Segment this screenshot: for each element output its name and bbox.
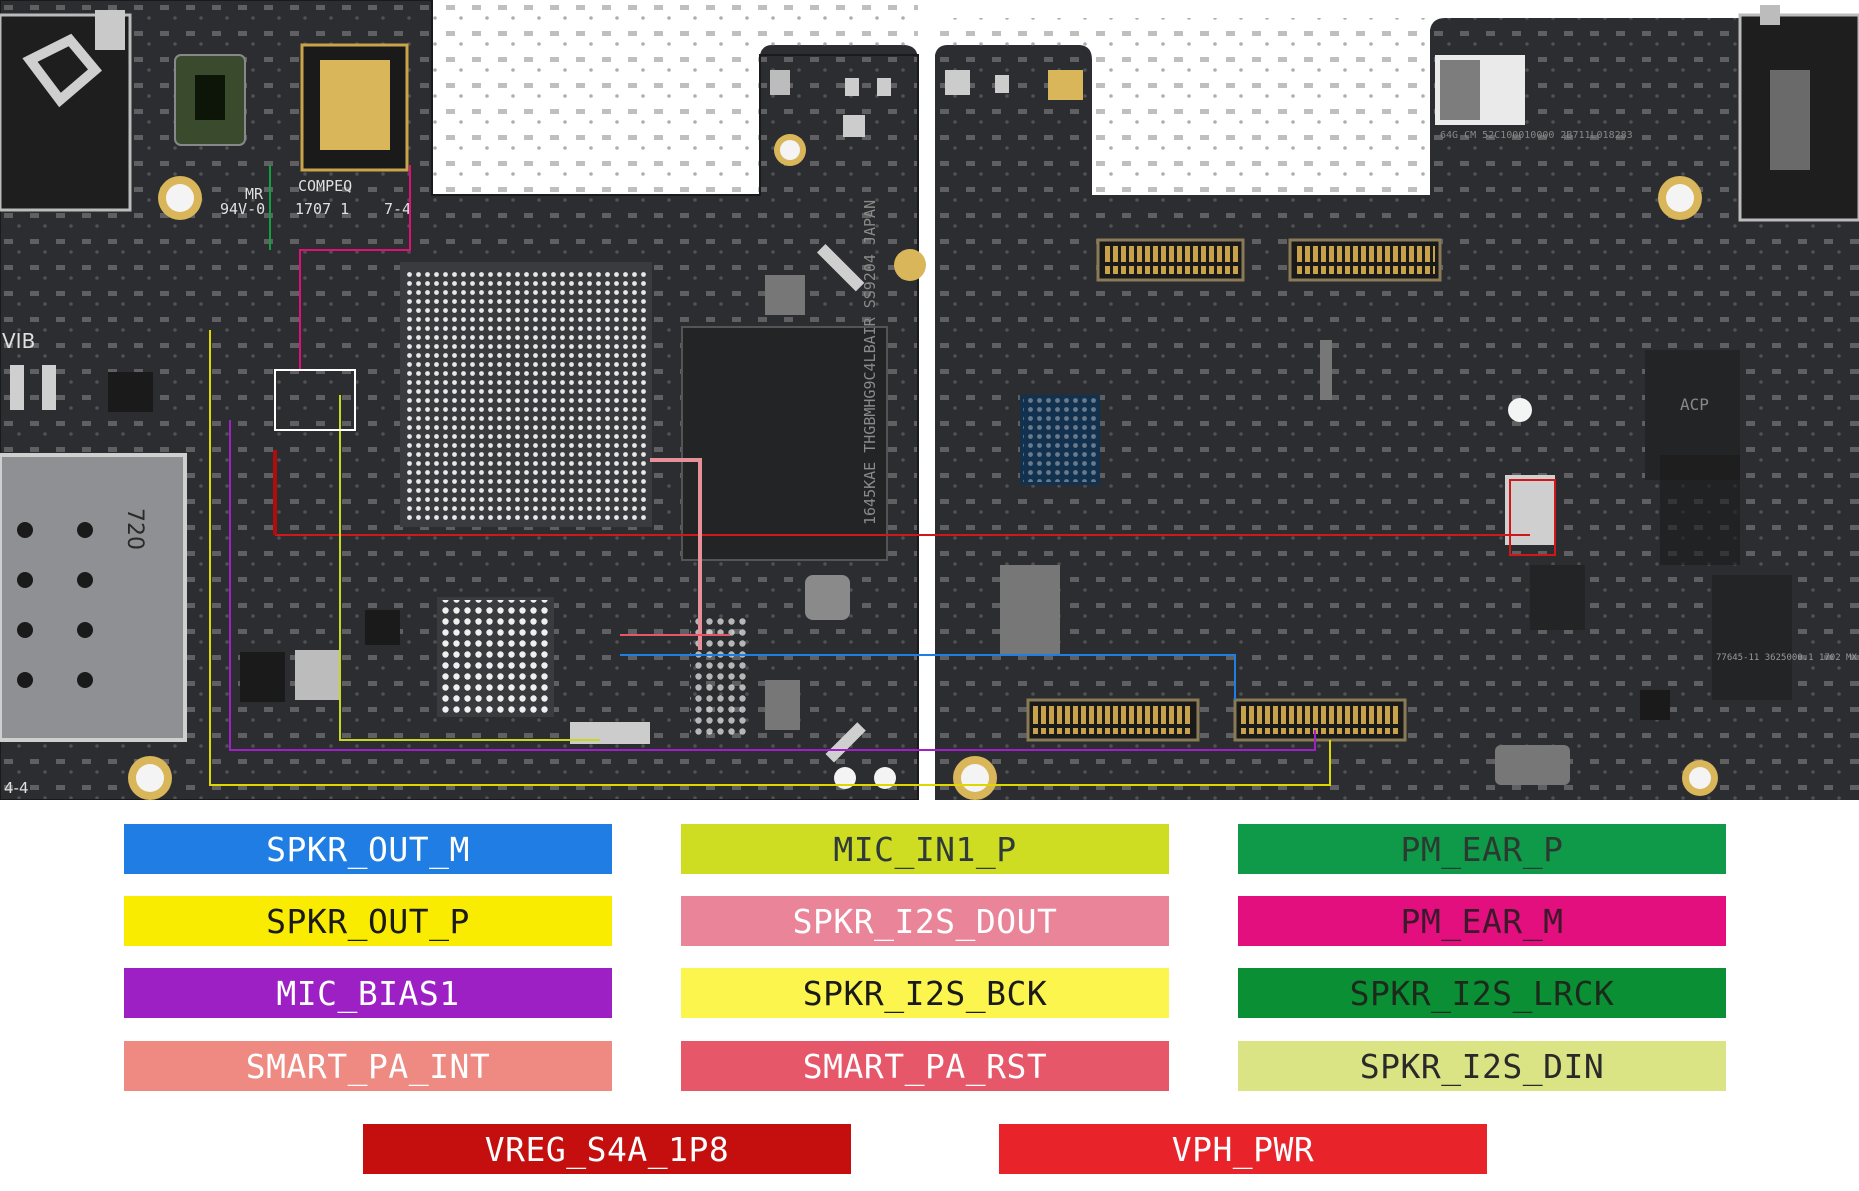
emmc-marking: 1645KAE THGBMHG9C4LBAIR SS9204 JAPAN — [861, 200, 879, 525]
board-label-date: 1707 1 — [295, 200, 349, 218]
chip-right-bot-marking: 77645-11 3625000.1 1702 MX — [1716, 653, 1857, 663]
trace-pm-ear-m — [299, 165, 411, 370]
legend-label: SPKR_OUT_P — [266, 901, 470, 941]
legend-smart-pa-int: SMART_PA_INT — [124, 1041, 612, 1091]
legend-label: VPH_PWR — [1171, 1129, 1315, 1169]
legend-spkr-i2s-bck: SPKR_I2S_BCK — [681, 968, 1169, 1018]
trace-spkr-out-p — [209, 330, 1331, 786]
legend-vreg-s4a-1p8: VREG_S4A_1P8 — [363, 1124, 851, 1174]
sim-card-tray — [0, 453, 187, 742]
legend-label: MIC_BIAS1 — [276, 973, 460, 1013]
board-label-rating: 94V-0 — [220, 200, 265, 218]
sim-tray-label: 720 — [122, 508, 147, 550]
legend-label: SPKR_I2S_DIN — [1359, 1046, 1605, 1086]
trace-i2s-dout — [650, 458, 702, 650]
chip-right-mid-marking: ACP — [1680, 395, 1709, 414]
left-board-half: COMPEQ MR 94V-0 1707 1 7-4 VIB 4-4 720 1… — [0, 0, 926, 800]
board-label-suffix: 7-4 — [384, 200, 411, 218]
legend-label: SPKR_I2S_BCK — [802, 973, 1048, 1013]
legend-label: MIC_IN1_P — [833, 829, 1017, 869]
legend-label: SPKR_I2S_LRCK — [1349, 973, 1615, 1013]
board-label-compeq: COMPEQ — [298, 177, 352, 195]
trace-spkr-out-m — [620, 654, 1236, 700]
legend-spkr-i2s-lrck: SPKR_I2S_LRCK — [1238, 968, 1726, 1018]
legend-label: VREG_S4A_1P8 — [484, 1129, 730, 1169]
legend-mic-in1-p: MIC_IN1_P — [681, 824, 1169, 874]
legend-mic-bias1: MIC_BIAS1 — [124, 968, 612, 1018]
legend-pm-ear-m: PM_EAR_M — [1238, 896, 1726, 946]
legend-smart-pa-rst: SMART_PA_RST — [681, 1041, 1169, 1091]
legend-spkr-out-p: SPKR_OUT_P — [124, 896, 612, 946]
right-board-half: 64G CM 52C100010000 2B711L018283 ACP 776… — [935, 5, 1859, 800]
legend-pm-ear-p: PM_EAR_P — [1238, 824, 1726, 874]
legend-label: PM_EAR_M — [1400, 901, 1564, 941]
legend-label: SMART_PA_INT — [245, 1046, 491, 1086]
legend-spkr-i2s-din: SPKR_I2S_DIN — [1238, 1041, 1726, 1091]
chip-right-top-marking: 64G CM 52C100010000 2B711L018283 — [1440, 130, 1633, 141]
board-label-corner: 4-4 — [4, 779, 29, 797]
trace-mic-in — [339, 395, 600, 741]
legend-spkr-i2s-dout: SPKR_I2S_DOUT — [681, 896, 1169, 946]
legend-label: SMART_PA_RST — [802, 1046, 1048, 1086]
board-label-mr: MR — [245, 185, 264, 203]
legend-spkr-out-m: SPKR_OUT_M — [124, 824, 612, 874]
legend-label: SPKR_I2S_DOUT — [792, 901, 1058, 941]
legend-label: PM_EAR_P — [1400, 829, 1564, 869]
pcb-board-image: COMPEQ MR 94V-0 1707 1 7-4 VIB 4-4 720 1… — [0, 0, 1859, 800]
highlight-chip — [274, 369, 356, 431]
legend-label: SPKR_OUT_M — [266, 829, 470, 869]
legend-vph-pwr: VPH_PWR — [999, 1124, 1487, 1174]
chip-right-bot — [1712, 575, 1792, 700]
board-label-vib: VIB — [2, 329, 35, 353]
trace-mic-bias — [229, 420, 1316, 751]
highlighted-traces — [209, 165, 1556, 786]
emmc-chip — [681, 326, 888, 561]
